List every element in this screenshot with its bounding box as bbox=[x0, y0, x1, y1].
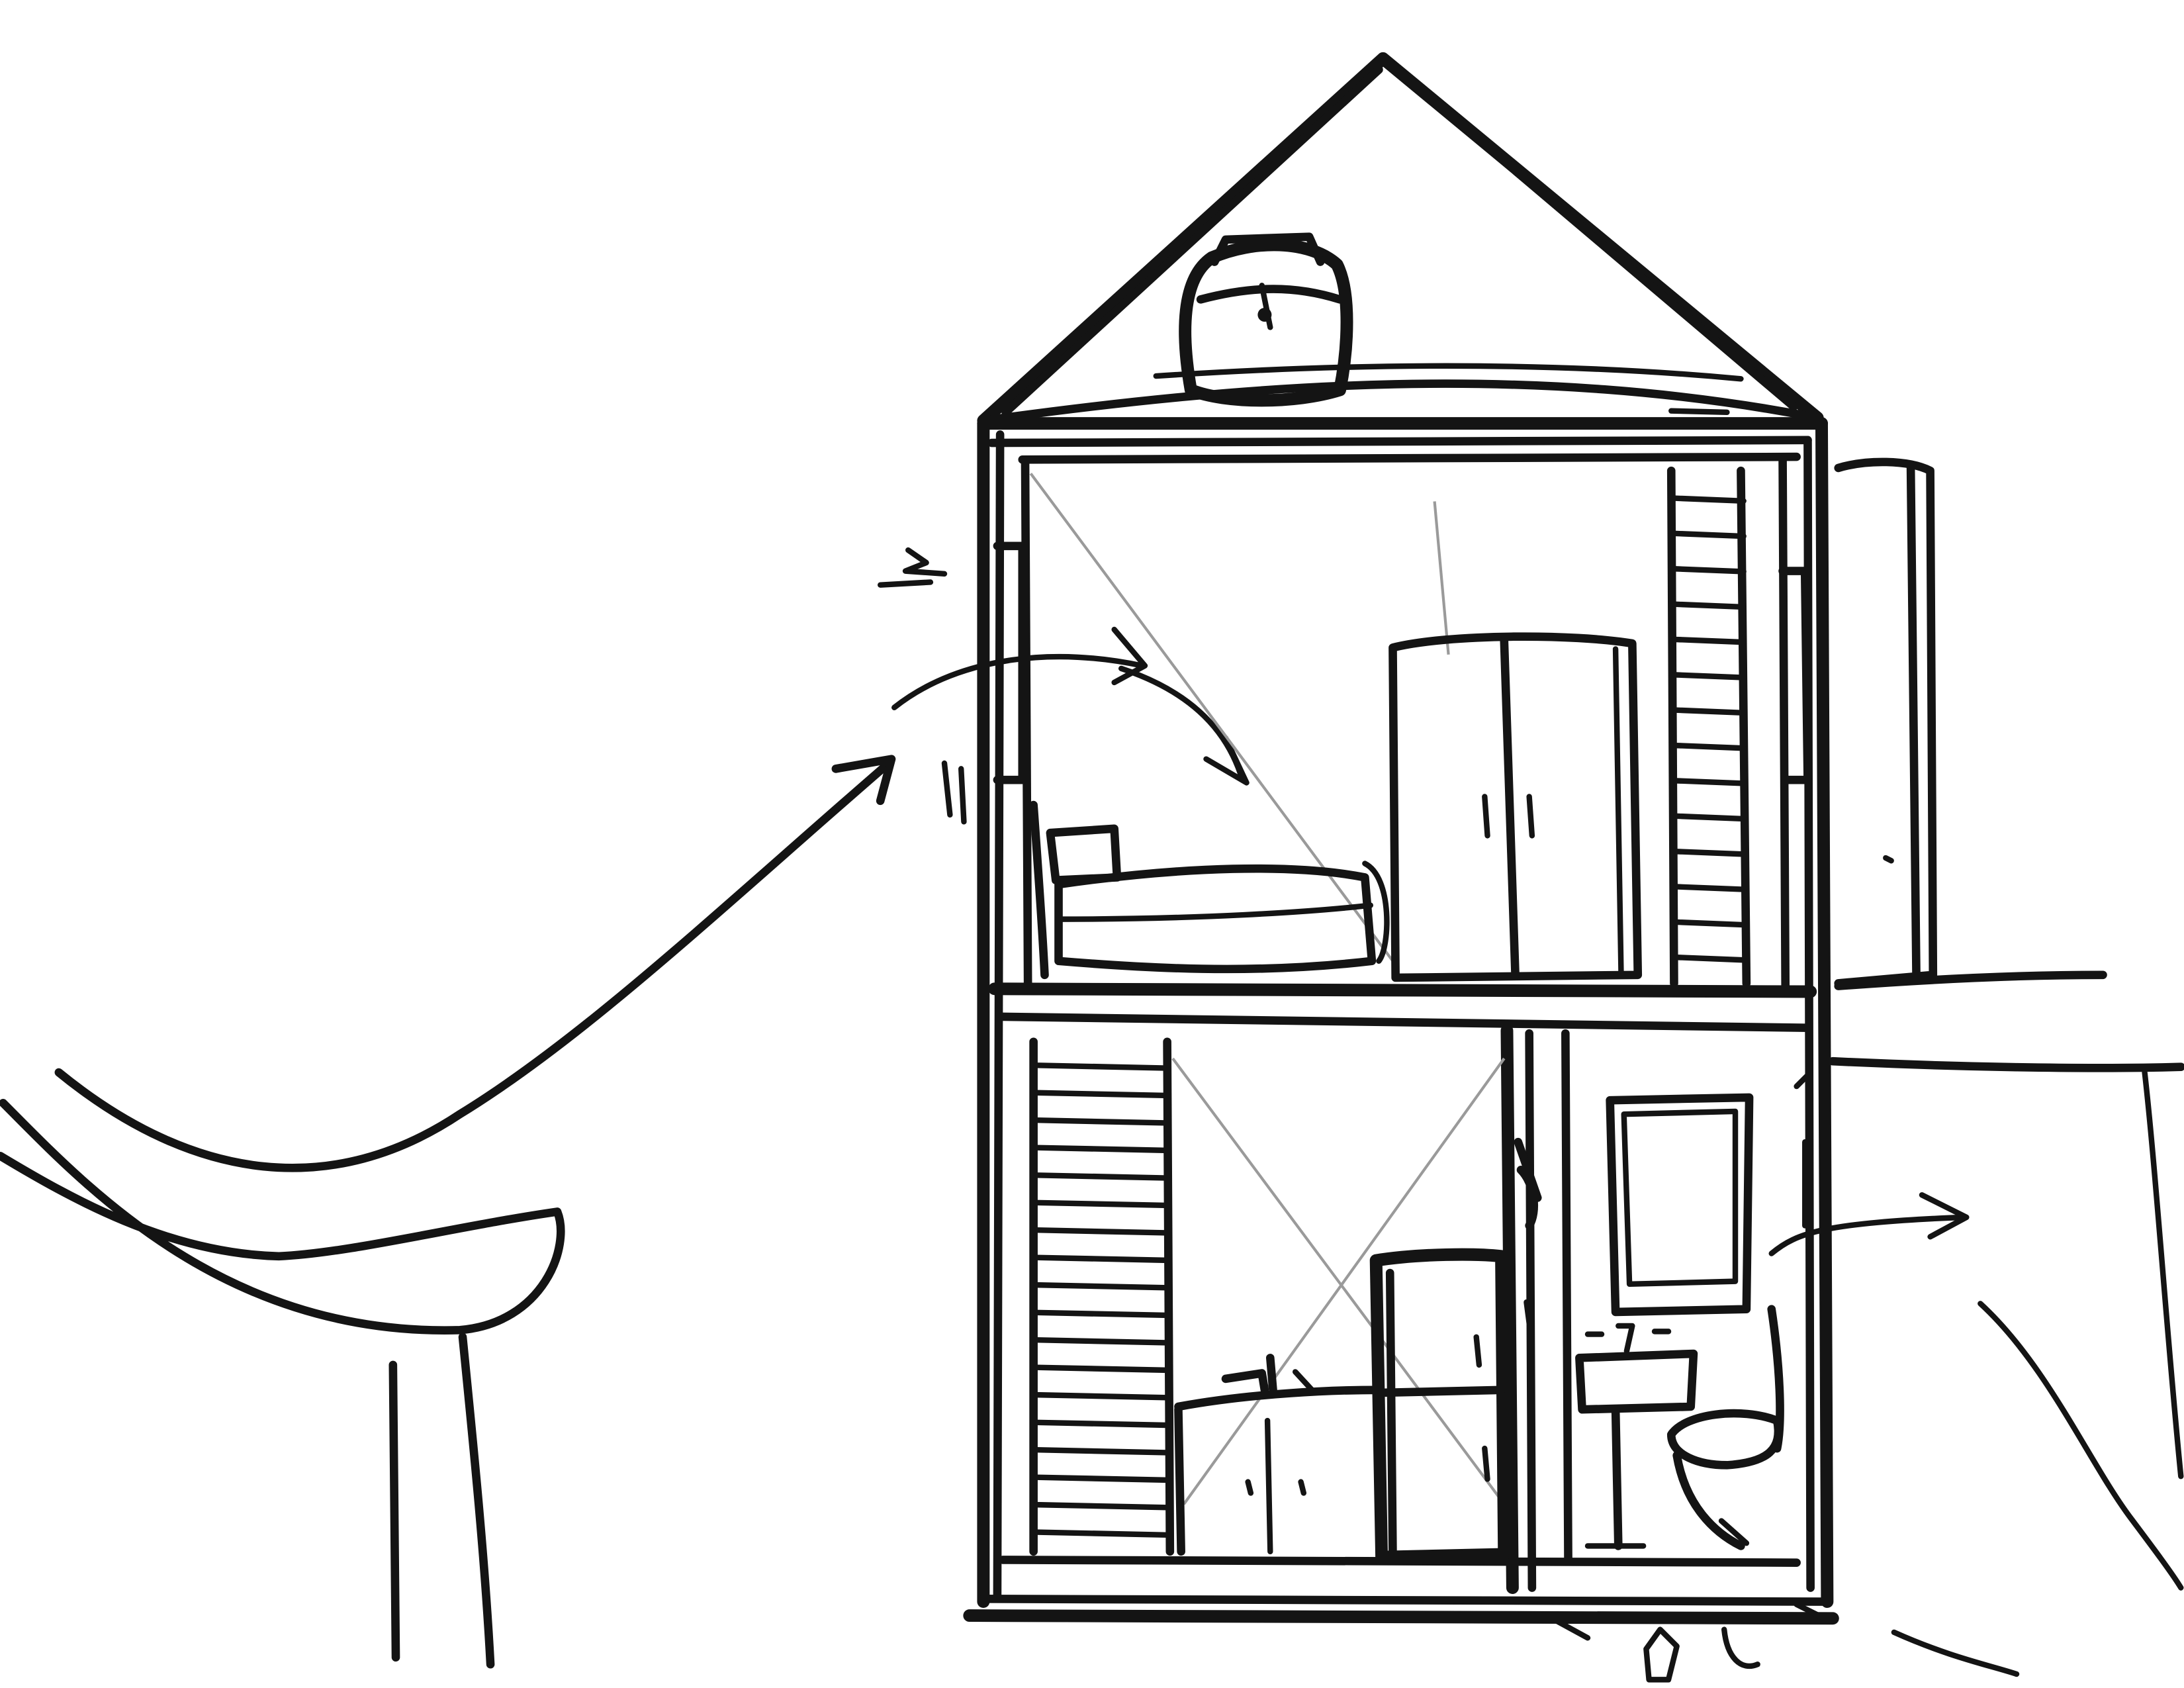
toilet bbox=[1671, 1309, 1780, 1546]
ladder-rung bbox=[1036, 1532, 1167, 1535]
ladder-rung bbox=[1674, 780, 1743, 783]
ladder-rung bbox=[1674, 816, 1743, 819]
lower-ladder bbox=[1034, 1042, 1170, 1552]
ladder-rung bbox=[1036, 1203, 1167, 1205]
ladder-rung bbox=[1674, 851, 1743, 854]
ladder-rung bbox=[1674, 534, 1743, 536]
ladder-rung bbox=[1036, 1148, 1167, 1150]
ladder-rung bbox=[1036, 1313, 1167, 1315]
left-arch-beam bbox=[0, 759, 891, 1665]
ladder-rung bbox=[1036, 1285, 1167, 1288]
ladder-rung bbox=[1036, 1505, 1167, 1507]
bathroom-mirror bbox=[1610, 1098, 1749, 1312]
ladder-rung bbox=[1674, 745, 1743, 748]
right-structure bbox=[1783, 462, 2181, 1588]
ladder-rung bbox=[1036, 1230, 1167, 1233]
ladder-rung bbox=[1036, 1368, 1167, 1370]
bathroom-sink bbox=[1579, 1326, 1694, 1546]
ladder-rung bbox=[1674, 710, 1743, 713]
ladder-rung bbox=[1674, 498, 1743, 501]
ladder-rung bbox=[1036, 1450, 1167, 1452]
suitcase bbox=[1185, 237, 1347, 400]
ladder-rung bbox=[1036, 1120, 1167, 1123]
ladder-rung bbox=[1674, 675, 1743, 677]
ladder-rung bbox=[1674, 639, 1743, 642]
ladder-rung bbox=[1036, 1093, 1167, 1096]
kitchen-counter bbox=[1178, 1358, 1379, 1551]
ladder-rung bbox=[1674, 957, 1743, 960]
wind-marks bbox=[880, 550, 1246, 821]
ladder-rung bbox=[1674, 604, 1743, 607]
wardrobe bbox=[1392, 637, 1637, 978]
ladder-rung bbox=[1674, 886, 1743, 889]
upper-room bbox=[995, 457, 1811, 1028]
ladder-rung bbox=[1674, 569, 1743, 571]
ladder-rung bbox=[1036, 1340, 1167, 1342]
fridge bbox=[1376, 1254, 1504, 1557]
upper-ladder bbox=[1671, 471, 1747, 983]
ladder-rung bbox=[1674, 922, 1743, 925]
ladder-rung bbox=[1036, 1258, 1167, 1260]
ladder-rung bbox=[1036, 1175, 1167, 1178]
roof bbox=[983, 58, 1817, 420]
ladder-rung bbox=[1036, 1477, 1167, 1480]
ladder-rung bbox=[1036, 1395, 1167, 1397]
ladder-rung bbox=[1036, 1065, 1167, 1068]
bed bbox=[1034, 805, 1387, 975]
ladder-rung bbox=[1036, 1423, 1167, 1425]
right-arrow bbox=[1772, 1072, 1967, 1254]
